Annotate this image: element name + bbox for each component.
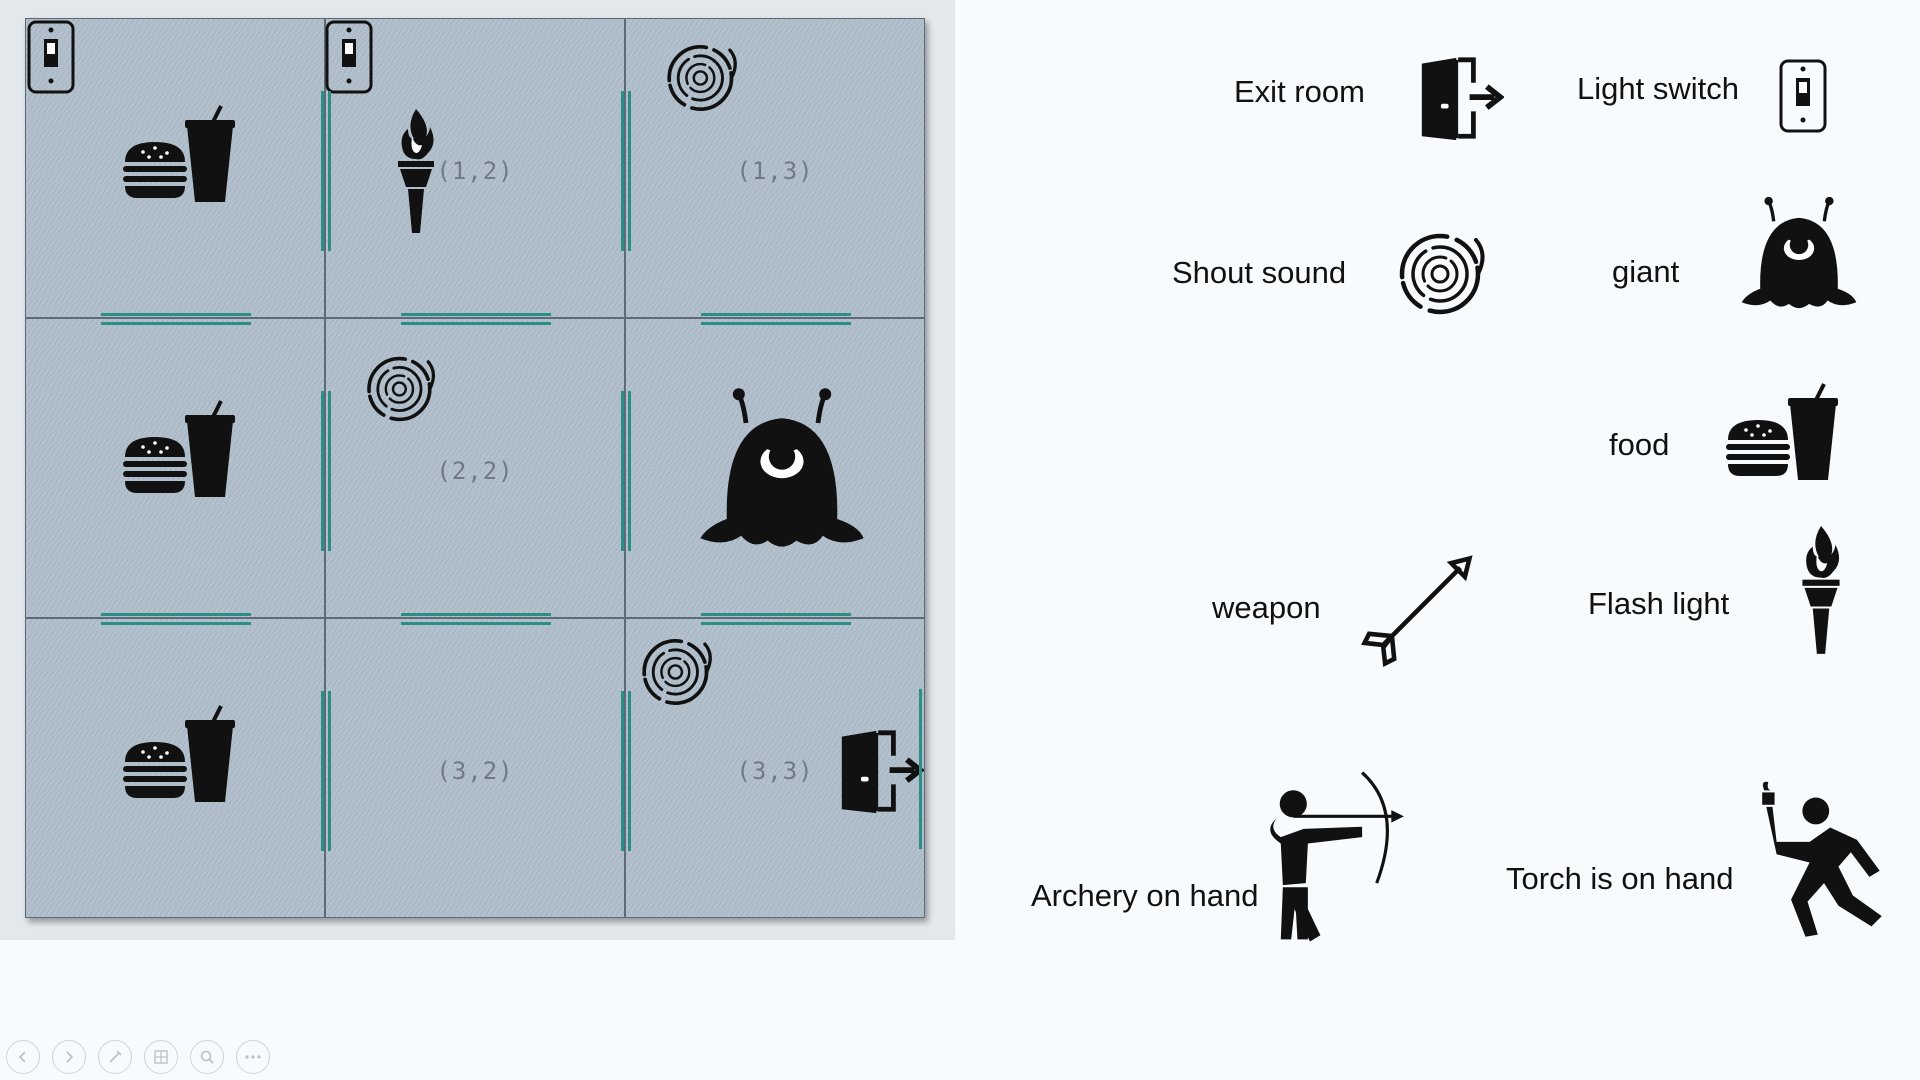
torch-icon [1800, 524, 1842, 658]
light-switch-icon[interactable] [26, 19, 76, 95]
shout-sound-icon [1384, 224, 1500, 324]
zoom-icon [200, 1050, 214, 1064]
cell-2-1[interactable] [25, 318, 331, 625]
wall-vertical [321, 691, 331, 851]
light-switch-icon[interactable] [324, 19, 374, 95]
legend-giant-label: giant [1612, 254, 1680, 289]
cell-1-2[interactable]: (1,2) [324, 18, 631, 325]
cell-coord: (1,2) [436, 157, 514, 185]
cell-3-2[interactable]: (3,2) [325, 618, 631, 918]
archer-icon [1262, 768, 1408, 946]
giant-icon [1740, 196, 1858, 314]
arrow-weapon-icon [1360, 554, 1474, 668]
cell-3-3[interactable]: (3,3) [625, 618, 925, 918]
legend-archery-label: Archery on hand [1031, 878, 1259, 913]
next-icon [66, 1051, 74, 1063]
wall-horizontal [701, 313, 851, 325]
legend-weapon-label: weapon [1212, 590, 1321, 625]
cell-1-1[interactable] [25, 18, 331, 325]
legend-exit-room-label: Exit room [1234, 74, 1365, 109]
cell-coord: (2,2) [436, 457, 514, 485]
legend-flash-light-label: Flash light [1588, 586, 1730, 621]
game-board-panel: (1,2) (1,3) (2,2) [0, 0, 955, 940]
cell-2-2[interactable]: (2,2) [325, 318, 631, 625]
food-icon [121, 104, 241, 204]
legend-torch-hand-label: Torch is on hand [1506, 861, 1734, 896]
wall-vertical [621, 91, 631, 251]
light-switch-icon [1777, 58, 1829, 134]
food-icon [121, 399, 241, 499]
legend-food-label: food [1609, 427, 1670, 462]
cell-2-3[interactable] [625, 318, 925, 625]
game-board: (1,2) (1,3) (2,2) [25, 18, 925, 918]
cell-1-3[interactable]: (1,3) [625, 18, 925, 325]
zoom-button[interactable] [190, 1040, 224, 1074]
wall-vertical [621, 691, 631, 851]
wall-horizontal [401, 613, 551, 625]
more-icon [245, 1055, 261, 1059]
shout-sound-icon [636, 631, 718, 713]
slides-button[interactable] [144, 1040, 178, 1074]
wall-horizontal [101, 613, 251, 625]
previous-button[interactable] [6, 1040, 40, 1074]
shout-sound-icon [661, 37, 743, 119]
wall-vertical [621, 391, 631, 551]
pen-icon [109, 1050, 122, 1063]
shout-sound-icon [361, 349, 441, 429]
wall-horizontal [101, 313, 251, 325]
legend-light-switch-label: Light switch [1577, 71, 1739, 106]
wall-exit-edge [919, 689, 922, 849]
cell-3-1[interactable] [25, 618, 331, 918]
giant-icon [698, 387, 866, 555]
more-button[interactable] [236, 1040, 270, 1074]
wall-horizontal [701, 613, 851, 625]
legend-shout-sound-label: Shout sound [1172, 255, 1347, 290]
runner-torch-icon [1756, 780, 1890, 945]
exit-door-icon [1418, 56, 1504, 142]
wall-horizontal [401, 313, 551, 325]
cell-coord: (3,3) [736, 757, 814, 785]
exit-door-icon[interactable] [838, 729, 924, 815]
food-icon [1724, 382, 1844, 482]
wall-vertical [321, 91, 331, 251]
cell-coord: (3,2) [436, 757, 514, 785]
food-icon [121, 704, 241, 804]
cell-coord: (1,3) [736, 157, 814, 185]
slides-icon [154, 1050, 168, 1064]
previous-icon [18, 1051, 26, 1063]
pen-button[interactable] [98, 1040, 132, 1074]
next-button[interactable] [52, 1040, 86, 1074]
wall-vertical [321, 391, 331, 551]
